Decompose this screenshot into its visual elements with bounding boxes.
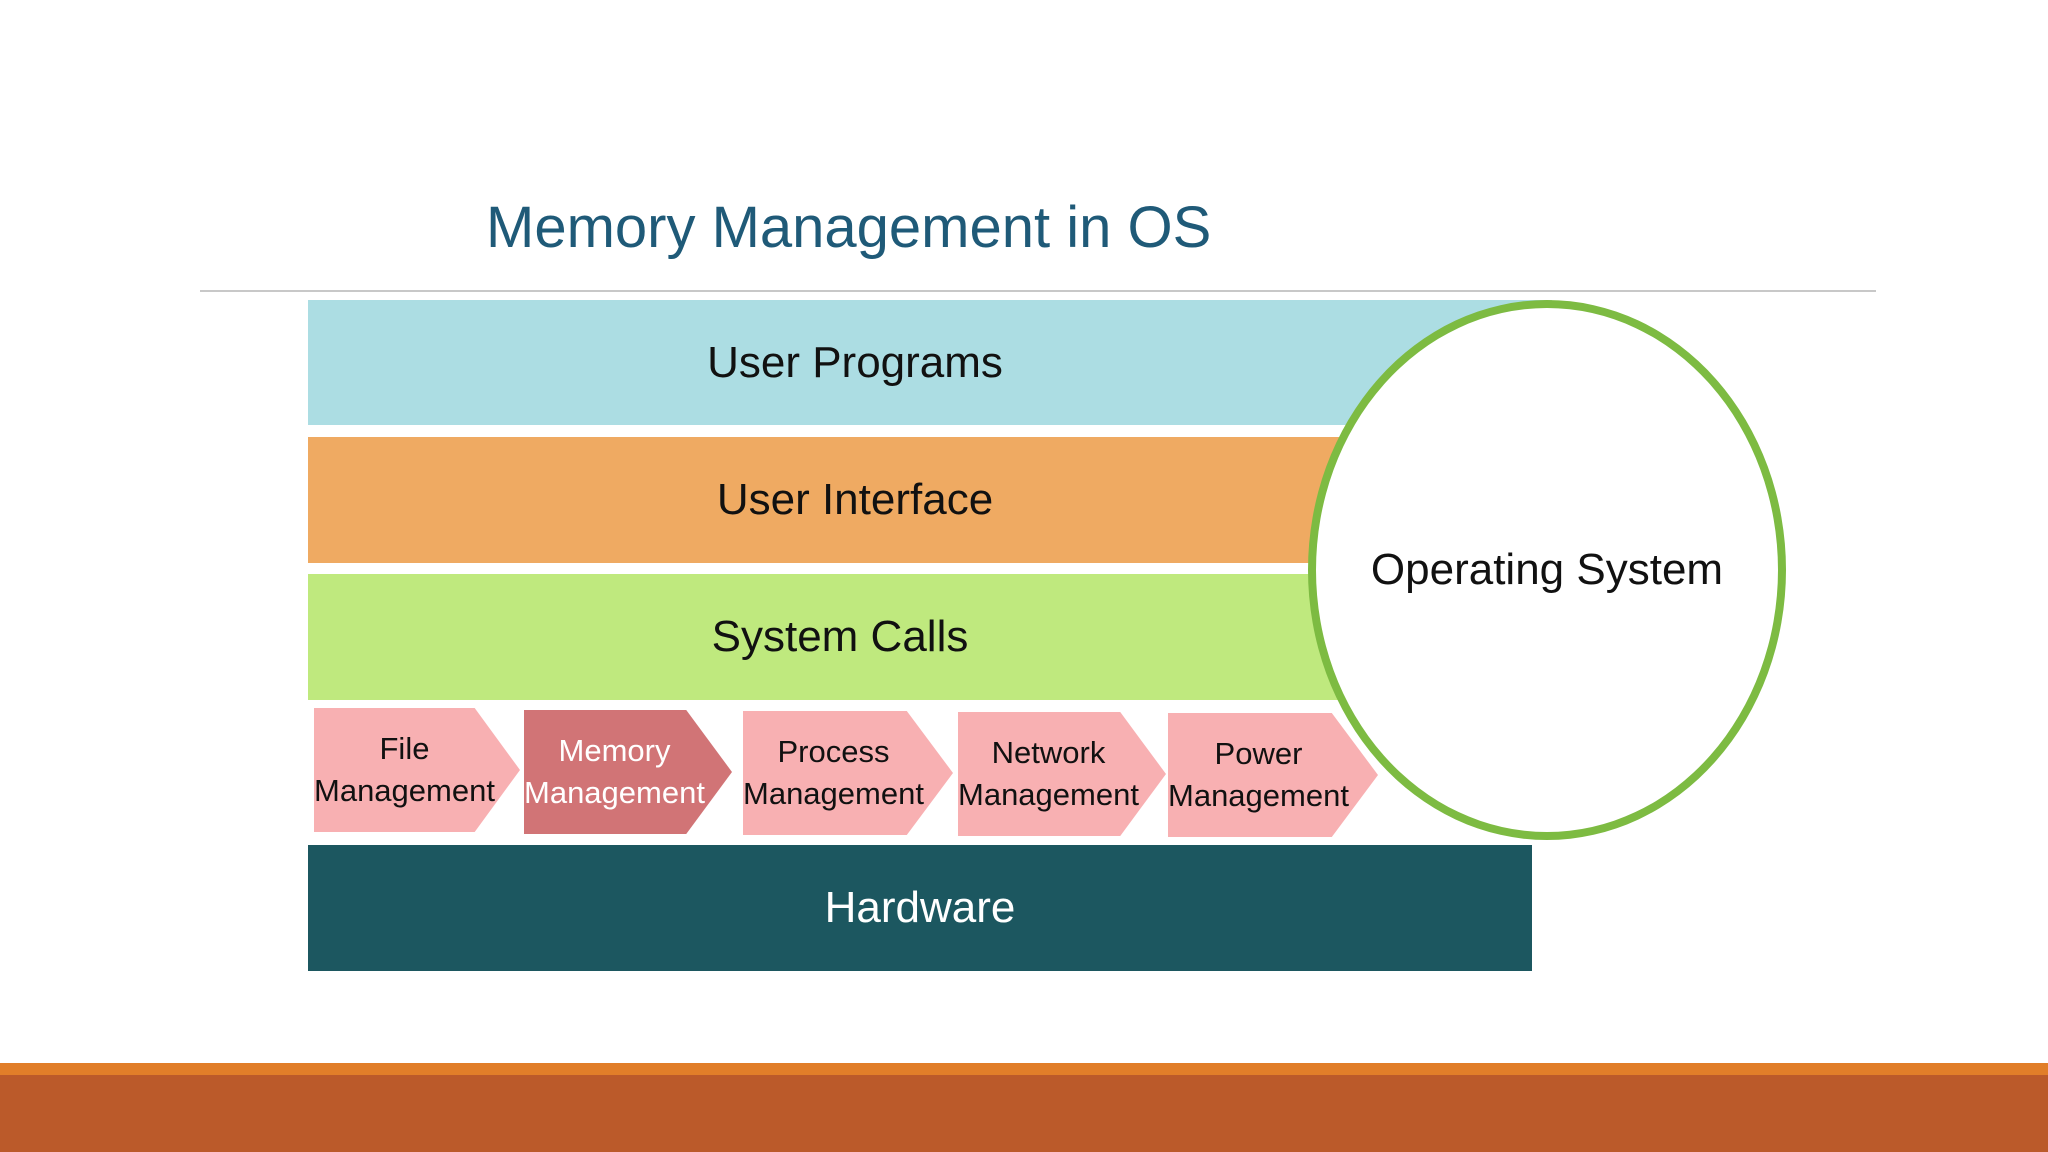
layer-system-calls-label: System Calls — [711, 612, 969, 661]
module-label: Power Management — [1168, 736, 1349, 813]
layer-hardware: Hardware — [308, 845, 1532, 971]
module-file-management: File Management — [314, 708, 520, 832]
module-process-management: Process Management — [743, 711, 953, 835]
slide-title: Memory Management in OS — [486, 195, 1212, 260]
operating-system-circle: Operating System — [1308, 300, 1786, 840]
operating-system-label: Operating System — [1370, 545, 1724, 594]
module-label: Network Management — [958, 735, 1139, 812]
layer-user-interface-label: User Interface — [716, 475, 994, 524]
title-divider — [200, 290, 1876, 292]
module-label: File Management — [314, 731, 495, 808]
layer-user-programs: User Programs — [308, 300, 1552, 425]
footer-bar — [0, 1075, 2048, 1152]
footer-accent-stripe — [0, 1063, 2048, 1075]
module-power-management: Power Management — [1168, 713, 1378, 837]
layer-user-programs-label: User Programs — [707, 337, 1003, 387]
layer-hardware-label: Hardware — [824, 883, 1016, 932]
module-memory-management: Memory Management — [524, 710, 732, 834]
module-label: Memory Management — [524, 733, 705, 810]
module-network-management: Network Management — [958, 712, 1166, 836]
module-label: Process Management — [743, 734, 924, 811]
